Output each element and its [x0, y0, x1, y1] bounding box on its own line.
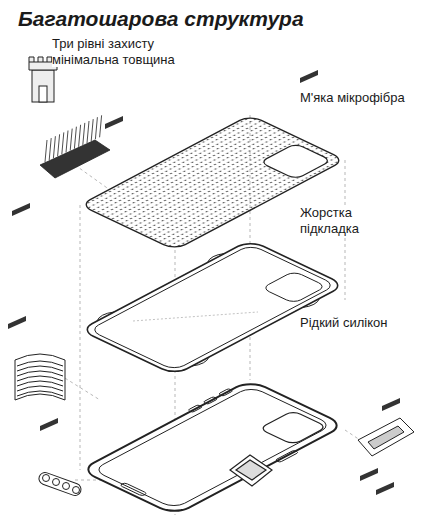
side-button-detail	[358, 418, 414, 456]
fiber-stroke	[91, 119, 93, 141]
fiber-stroke	[45, 140, 47, 162]
fiber-stroke	[66, 131, 68, 153]
dimension-tags	[8, 70, 400, 495]
fiber-stroke	[58, 134, 60, 156]
hard-liner-layer	[77, 239, 348, 377]
fiber-stroke	[95, 117, 97, 139]
dimension-tag	[40, 418, 58, 431]
dimension-tag	[300, 70, 318, 83]
rib-stroke	[17, 366, 63, 371]
title: Багатошарова структура	[18, 6, 304, 31]
fiber-stroke	[100, 115, 102, 137]
dimension-tag	[12, 203, 30, 216]
fiber-tuft	[40, 115, 110, 178]
dimension-tag	[8, 316, 26, 329]
dimension-tag	[105, 116, 123, 129]
subtitle: Три рівні захисту мінімальна товщина	[52, 36, 202, 67]
layer-label: Рідкий силікон	[300, 315, 410, 331]
fiber-stroke	[83, 123, 85, 145]
rib-stroke	[17, 376, 63, 381]
rib-stroke	[17, 381, 63, 386]
silicone-layer	[77, 379, 348, 517]
layer-label: М'яка мікрофібра	[300, 90, 410, 106]
silicone-sample	[15, 354, 65, 400]
dimension-tag	[360, 468, 378, 481]
fiber-stroke	[53, 136, 55, 158]
layer-label: Жорстка підкладка	[300, 205, 410, 236]
fiber-stroke	[49, 138, 51, 160]
fiber-stroke	[87, 121, 89, 143]
fiber-stroke	[79, 125, 81, 147]
fiber-stroke	[70, 129, 72, 151]
dimension-tag	[376, 482, 394, 495]
fiber-stroke	[74, 127, 76, 149]
button-strip	[37, 471, 82, 497]
rib-stroke	[17, 391, 63, 396]
fiber-stroke	[62, 132, 64, 154]
rib-stroke	[17, 361, 63, 366]
rib-stroke	[17, 371, 63, 376]
dimension-tag	[382, 398, 400, 411]
camera-insert	[230, 455, 272, 486]
rib-stroke	[17, 386, 63, 391]
